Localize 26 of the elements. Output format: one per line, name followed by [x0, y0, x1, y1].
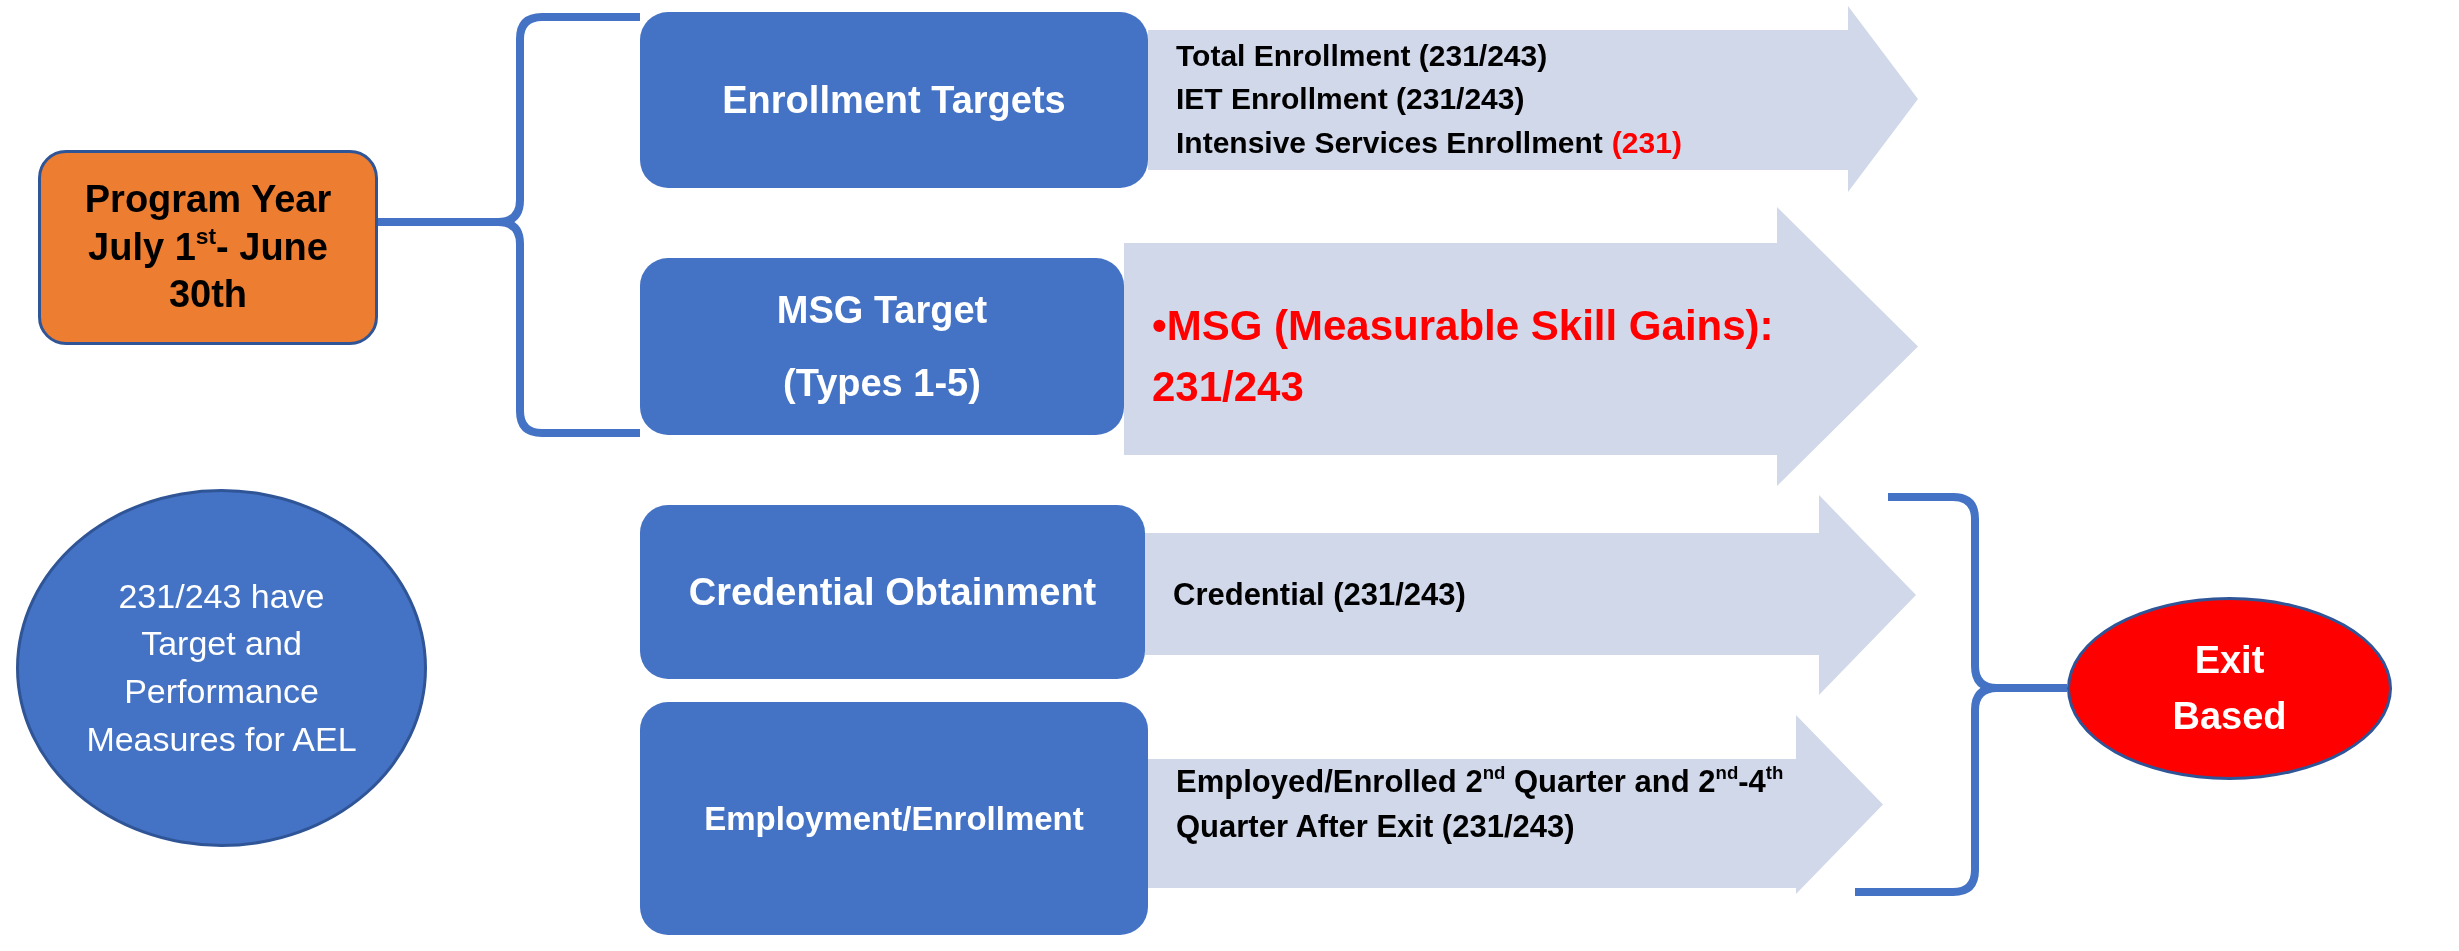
- arrow-shape: [1148, 6, 1918, 192]
- period-label: Program Year July 1$^{st}$- June 30th: [83, 177, 333, 318]
- category-box: [640, 702, 1148, 935]
- measure-text: •MSG (Measurable Skill Gains): 231/243: [1152, 300, 1775, 412]
- brace: [378, 218, 640, 437]
- brace: [1855, 684, 2067, 896]
- box-label: (Types 1-5): [783, 361, 981, 405]
- category-box: [640, 12, 1148, 188]
- measure-text: IET Enrollment (231/243): [1176, 81, 1525, 118]
- arrow-shape: [1148, 715, 1883, 894]
- highlight-text: (231): [1611, 124, 1682, 161]
- measure-text: Employed/Enrolled 2$^{nd}$ Quarter and 2$^{nd}$-4$^{th}$ Quarter After Exit (231/243): [1176, 760, 1785, 846]
- note-text: 231/243 have Target and Performance Measures for AEL: [85, 575, 358, 760]
- box-label: Employment/Enrollment: [704, 799, 1084, 838]
- box-label: Credential Obtainment: [688, 570, 1097, 614]
- box-label: Enrollment Targets: [722, 78, 1066, 122]
- category-box: [640, 505, 1145, 679]
- measure-text: Total Enrollment (231/243): [1176, 37, 1548, 74]
- measure-text: Credential (231/243): [1173, 575, 1466, 614]
- arrow-shape: [1145, 495, 1916, 695]
- category-box: [640, 258, 1124, 435]
- arrow-shape: [1124, 207, 1918, 486]
- period-box: [38, 150, 378, 345]
- ellipse-label: Exit Based: [2171, 638, 2288, 739]
- box-label: MSG Target: [776, 288, 988, 332]
- measure-text: Intensive Services Enrollment: [1176, 124, 1603, 161]
